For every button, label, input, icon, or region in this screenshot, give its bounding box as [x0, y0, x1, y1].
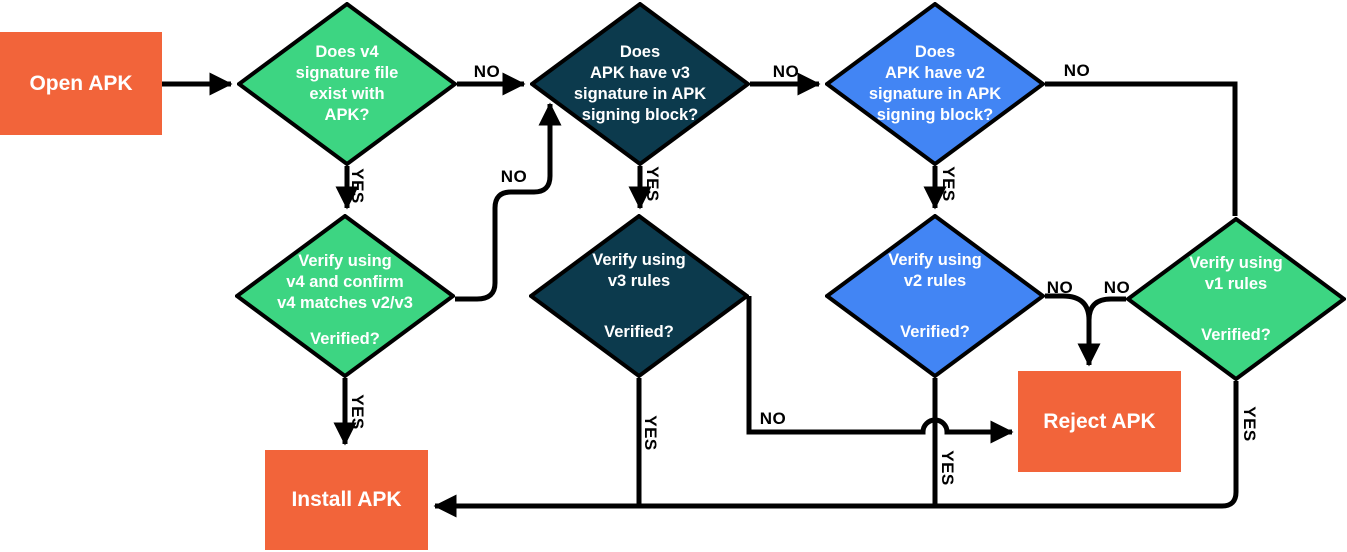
decision-verify-v3: Verify using v3 rules Verified?	[529, 214, 749, 378]
decision-v2-in-block-label: Does APK have v2 signature in APK signin…	[868, 43, 1002, 124]
decision-verify-v1: Verify using v1 rules Verified?	[1126, 217, 1346, 381]
diamond-shape	[235, 214, 455, 378]
diamond-shape	[529, 214, 749, 378]
decision-verify-v4: Verify using v4 and confirm v4 matches v…	[235, 214, 455, 378]
decision-verify-v1-sublabel: Verified?	[1201, 325, 1271, 344]
node-open-apk: Open APK	[0, 32, 162, 135]
node-install-apk: Install APK	[265, 450, 428, 550]
edge-verifyv4-no-to-v3block	[455, 102, 562, 302]
diamond-shape	[237, 2, 457, 166]
decision-verify-v2: Verify using v2 rules Verified?	[825, 214, 1045, 378]
decision-verify-v3-sublabel: Verified?	[604, 322, 674, 341]
edge-label-yes-v4exists: YES	[348, 168, 367, 204]
edge-label-yes-verifyv3: YES	[641, 415, 660, 451]
edge-label-yes-verifyv2: YES	[938, 450, 957, 486]
edge-label-no-v3block: NO	[772, 62, 800, 81]
decision-verify-v2-sublabel: Verified?	[900, 322, 970, 341]
edge-label-yes-v2block: YES	[939, 166, 958, 202]
decision-v4-signature-exists: Does v4 signature file exist with APK?	[237, 2, 457, 166]
edge-label-yes-verifyv4: YES	[348, 394, 367, 430]
edge-label-yes-verifyv1: YES	[1240, 406, 1259, 442]
node-reject-apk-label: Reject APK	[1043, 409, 1156, 433]
edge-label-no-v4exists: NO	[473, 62, 501, 81]
decision-v2-in-signing-block: Does APK have v2 signature in APK signin…	[825, 2, 1045, 166]
edge-label-no-v2block: NO	[1063, 61, 1091, 80]
diamond-shape	[1126, 217, 1346, 381]
edge-label-no-verifyv4: NO	[500, 167, 528, 186]
decision-v3-in-block-label: Does APK have v3 signature in APK signin…	[573, 43, 707, 124]
diamond-shape	[825, 214, 1045, 378]
decision-verify-v4-sublabel: Verified?	[310, 329, 380, 348]
diamond-shape	[825, 2, 1045, 166]
edge-label-no-verifyv2: NO	[1046, 278, 1074, 297]
edge-verifyv2-no-to-merge	[1045, 293, 1092, 321]
edge-label-yes-v3block: YES	[643, 166, 662, 202]
decision-verify-v1-label: Verify using v1 rules	[1189, 253, 1283, 293]
decision-verify-v3-label: Verify using v3 rules	[592, 250, 686, 290]
diamond-shape	[530, 2, 750, 166]
edge-verifyv1-no-to-merge	[1086, 296, 1126, 321]
node-reject-apk: Reject APK	[1018, 371, 1181, 472]
decision-v3-in-signing-block: Does APK have v3 signature in APK signin…	[530, 2, 750, 166]
node-install-apk-label: Install APK	[291, 488, 402, 511]
decision-verify-v2-label: Verify using v2 rules	[888, 250, 982, 290]
decision-v4-exists-label: Does v4 signature file exist with APK?	[295, 43, 399, 124]
node-open-apk-label: Open APK	[29, 71, 133, 95]
edge-label-no-verifyv3: NO	[759, 409, 787, 428]
edge-verifyv1-yes-to-install	[433, 381, 1239, 518]
edge-v2block-no-to-verifyv1	[1045, 81, 1238, 216]
decision-verify-v4-label: Verify using v4 and confirm v4 matches v…	[277, 251, 413, 312]
edge-label-no-verifyv1: NO	[1103, 278, 1131, 297]
